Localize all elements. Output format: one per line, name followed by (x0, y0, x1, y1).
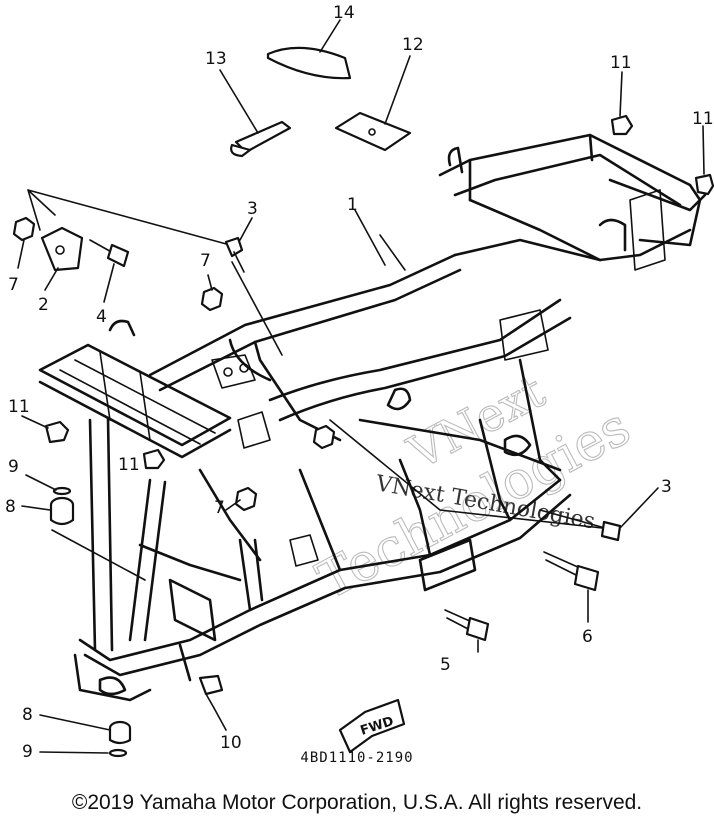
part-3-bolt-right (539, 509, 622, 542)
part-12-plate (334, 111, 412, 152)
callout-13: 13 (205, 49, 227, 69)
main-frame (27, 133, 707, 702)
part-14-cover (266, 46, 352, 80)
fwd-arrow: FWD (338, 698, 406, 754)
callout-11-side: 11 (118, 455, 140, 475)
callout-9-upper: 9 (8, 457, 19, 477)
callout-9-lower: 9 (22, 742, 33, 762)
callout-6: 6 (582, 627, 593, 647)
part-5-bolt (444, 609, 490, 642)
callout-14: 14 (333, 3, 355, 23)
callout-8-lower: 8 (22, 705, 33, 725)
part-9-washer-lower (108, 748, 128, 758)
part-11-cap-front-left (610, 114, 634, 136)
callout-7-lower: 7 (214, 498, 225, 518)
callout-7-left: 7 (8, 275, 19, 295)
part-3-bolt-top (224, 236, 245, 273)
part-10-fitting (198, 674, 224, 709)
callout-12: 12 (402, 35, 424, 55)
part-13-strap (230, 120, 292, 158)
callout-8-upper: 8 (5, 497, 16, 517)
callout-11-front-right: 11 (692, 109, 714, 129)
part-7-nut-centre (200, 286, 224, 312)
part-8-grommet-upper (49, 496, 75, 526)
part-2-bracket (40, 226, 84, 272)
callout-2: 2 (38, 295, 49, 315)
copyright-notice: ©2019 Yamaha Motor Corporation, U.S.A. A… (71, 791, 643, 814)
part-7-nut-lower (234, 486, 258, 512)
part-4-bolt (89, 239, 130, 268)
part-11-cap-side (142, 448, 166, 470)
part-7-nut-top-left (12, 216, 36, 242)
callout-3-top: 3 (247, 199, 258, 219)
part-6-bolt (543, 551, 600, 592)
part-11-cap-front-right (694, 173, 714, 196)
callout-10: 10 (220, 733, 242, 753)
callout-11-front-left: 11 (610, 53, 632, 73)
callout-4: 4 (96, 307, 107, 327)
callout-3-right: 3 (661, 477, 672, 497)
callout-1: 1 (347, 195, 358, 215)
callout-5: 5 (440, 655, 451, 675)
part-11-cap-rear (44, 420, 70, 444)
callout-7-centre: 7 (200, 251, 211, 271)
part-8-grommet-lower (108, 720, 132, 745)
callouts: 14 13 12 1 11 11 3 7 2 4 7 11 11 (5, 3, 714, 762)
drawing-code: 4BD1110-2190 (300, 750, 414, 766)
callout-11-rear: 11 (8, 397, 30, 417)
part-9-washer-upper (52, 486, 72, 496)
